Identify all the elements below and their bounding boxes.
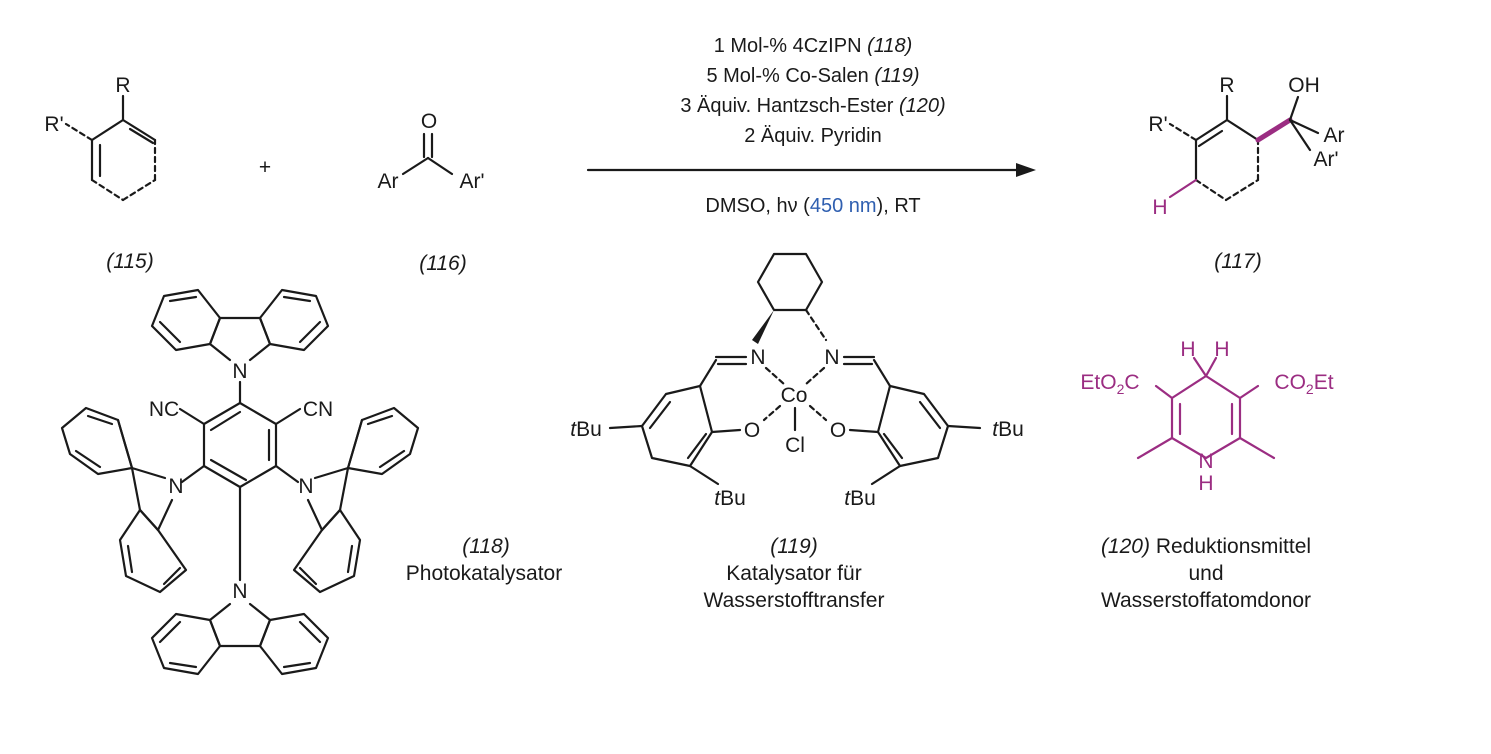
caption-120-line-1: (120) Reduktionsmittel	[1101, 535, 1311, 558]
plus-sign: +	[259, 156, 271, 179]
carbazole-n-right: N	[298, 475, 313, 498]
compound-number-115: (115)	[106, 250, 153, 273]
compound-number-118: (118)	[462, 535, 509, 558]
tbu-label-left: tBu	[570, 418, 602, 441]
imine-n-left: N	[750, 346, 765, 369]
catalyst-119: N N Co Cl O O tBu tBu	[570, 252, 1024, 612]
ar-label: Ar	[1324, 124, 1345, 147]
carbazole-n-top: N	[232, 360, 247, 383]
tbu-label-bottom-left: tBu	[714, 487, 746, 510]
reactant-116: O Ar Ar' (116)	[378, 110, 485, 275]
chloride-label: Cl	[785, 434, 805, 457]
tbu-label-right: tBu	[992, 418, 1024, 441]
carbazole-right	[292, 406, 420, 594]
ch2-h-right: H	[1214, 338, 1229, 361]
wavelength-label: 450 nm	[810, 195, 877, 217]
caption-119-line-1: Katalysator für	[726, 562, 861, 585]
ch2-h-left: H	[1180, 338, 1195, 361]
r-label: R	[1219, 74, 1234, 97]
ar-label: Ar	[378, 170, 399, 193]
reaction-arrow-head	[1016, 163, 1036, 177]
cobalt-label: Co	[781, 384, 808, 407]
imine-n-right: N	[824, 346, 839, 369]
carbazole-top	[150, 288, 330, 362]
compound-number-117: (117)	[1214, 250, 1261, 273]
caption-118: Photokatalysator	[406, 562, 562, 585]
caption-120-line-2: und	[1188, 562, 1223, 585]
condition-line-5: DMSO, hν (450 nm), RT	[705, 195, 920, 217]
condition-line-2: 5 Mol-% Co-Salen (119)	[706, 65, 919, 87]
r-label: R	[115, 74, 130, 97]
nitrile-left-label: NC	[149, 398, 179, 421]
caption-120-line-3: Wasserstoffatomdonor	[1101, 589, 1311, 612]
transferred-h-label: H	[1152, 196, 1167, 219]
ar-prime-label: Ar'	[1313, 148, 1338, 171]
carbazole-n-bottom: N	[232, 580, 247, 603]
oxygen-label: O	[421, 110, 437, 133]
carbazole-n-left: N	[168, 475, 183, 498]
carbazole-bottom	[150, 602, 330, 676]
reaction-conditions: 1 Mol-% 4CzIPN (118) 5 Mol-% Co-Salen (1…	[586, 35, 1036, 217]
compound-number-119: (119)	[770, 535, 817, 558]
caption-119-line-2: Wasserstofftransfer	[704, 589, 885, 612]
condition-line-4: 2 Äquiv. Pyridin	[744, 125, 881, 147]
tbu-label-bottom-right: tBu	[844, 487, 876, 510]
carbazole-left	[60, 406, 188, 594]
phenolate-o-left: O	[744, 419, 760, 442]
ar-prime-label: Ar'	[459, 170, 484, 193]
nh-n-label: N	[1198, 450, 1213, 473]
reactant-115: R R' (115)	[44, 74, 157, 273]
hydroxyl-label: OH	[1288, 74, 1320, 97]
photocatalyst-118: NC CN N N N N	[60, 288, 562, 676]
condition-line-3: 3 Äquiv. Hantzsch-Ester (120)	[680, 95, 945, 117]
phenolate-o-right: O	[830, 419, 846, 442]
condition-line-1: 1 Mol-% 4CzIPN (118)	[714, 35, 913, 57]
product-117: R R' OH Ar Ar' H (117)	[1148, 74, 1344, 273]
reagent-120: H H N H EtO2C CO2Et (120) Reduktionsmitt…	[1080, 338, 1333, 612]
nh-h-label: H	[1198, 472, 1213, 495]
ester-right-label: CO2Et	[1274, 371, 1333, 397]
r-prime-label: R'	[44, 113, 63, 136]
compound-number-116: (116)	[419, 252, 466, 275]
r-prime-label: R'	[1148, 113, 1167, 136]
ester-left-label: EtO2C	[1080, 371, 1139, 397]
nitrile-right-label: CN	[303, 398, 333, 421]
